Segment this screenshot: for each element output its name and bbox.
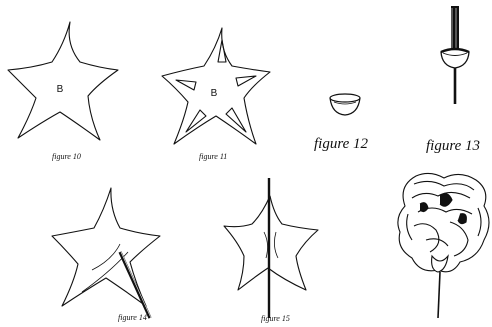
figure-10-caption: figure 10: [52, 152, 81, 161]
figure-10-star: B: [8, 22, 118, 140]
figure-13-cup-on-stick: [441, 6, 469, 104]
figure-11-label: B: [211, 88, 218, 99]
figure-12-cup: [330, 94, 360, 115]
figure-11-star: B: [162, 28, 270, 144]
figure-14-caption: figure 14: [118, 313, 147, 322]
figure-15-star-with-stem: [224, 178, 318, 318]
figure-10-label: B: [57, 84, 64, 95]
figure-12-caption: figure 12: [314, 136, 368, 153]
figure-15-caption: figure 15: [261, 314, 290, 323]
flower-bloom-illustration: [398, 173, 489, 318]
figure-13-caption: figure 13: [426, 138, 480, 155]
figure-11-caption: figure 11: [199, 152, 227, 161]
figure-14-star-with-wire: [52, 188, 160, 318]
